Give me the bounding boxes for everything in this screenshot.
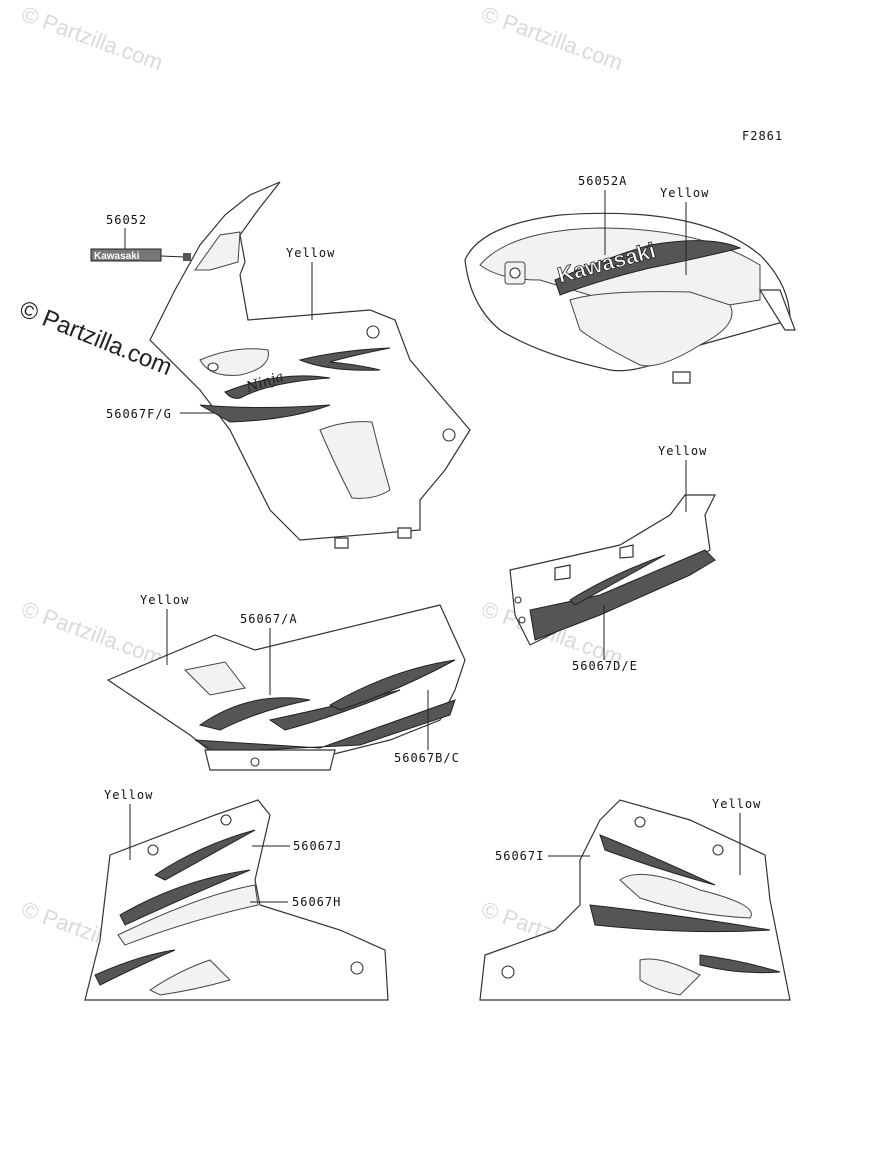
callout-right-lower-color: Yellow xyxy=(712,797,761,811)
callout-right-side-color: Yellow xyxy=(658,444,707,458)
callout-56067i: 56067I xyxy=(495,849,544,863)
watermark: © Partzilla.com xyxy=(18,596,166,670)
side-fairing xyxy=(106,604,466,771)
figure-code: F2861 xyxy=(742,129,783,143)
callout-front-cowl-color: Yellow xyxy=(286,246,335,260)
front-emblem: 56052 Kawasaki xyxy=(90,213,191,262)
callout-56067de: 56067D/E xyxy=(572,659,638,673)
right-lower-cowl xyxy=(479,799,791,1001)
right-side-panel xyxy=(509,494,716,646)
callout-side-color: Yellow xyxy=(140,593,189,607)
watermark: © Partzilla.com xyxy=(18,1,166,75)
callout-56067fg: 56067F/G xyxy=(106,407,172,421)
fuel-tank: Kawasaki xyxy=(464,212,796,384)
callout-56052: 56052 xyxy=(106,213,147,227)
watermark: © Partzilla.com xyxy=(478,1,626,75)
kawasaki-emblem-text: Kawasaki xyxy=(94,251,140,262)
callout-56067a: 56067/A xyxy=(240,612,298,626)
left-lower-cowl xyxy=(84,799,389,1001)
callout-tank-color: Yellow xyxy=(660,186,709,200)
callout-56067h: 56067H xyxy=(292,895,341,909)
callout-56067bc: 56067B/C xyxy=(394,751,460,765)
front-cowl: Ninja xyxy=(149,181,471,549)
callout-56052a: 56052A xyxy=(578,174,627,188)
callout-56067j: 56067J xyxy=(293,839,342,853)
callout-left-lower-color: Yellow xyxy=(104,788,153,802)
